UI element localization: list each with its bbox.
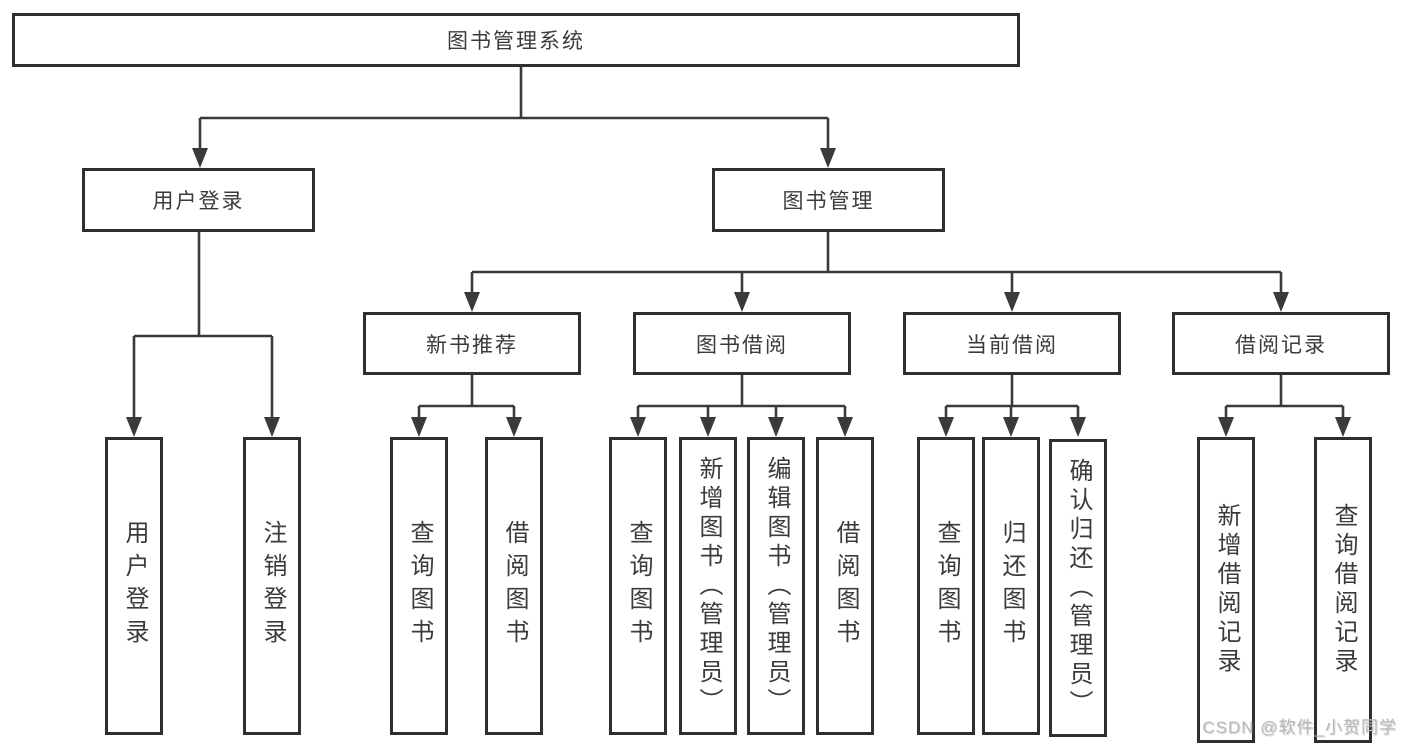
leaf-label: 新增借阅记录 xyxy=(1213,503,1240,677)
leaf-br-add-record: 新增借阅记录 xyxy=(1197,437,1255,743)
node-current-borrow: 当前借阅 xyxy=(903,312,1121,375)
leaf-bb-borrow-books: 借阅图书 xyxy=(816,437,874,735)
leaf-label: 编辑图书（管理员） xyxy=(763,455,790,717)
leaf-label: 借阅图书 xyxy=(501,520,528,652)
csdn-watermark: CSDN @软件_小贺同学 xyxy=(1202,718,1397,737)
leaf-label: 查询图书 xyxy=(625,520,652,652)
leaf-user-login: 用户登录 xyxy=(105,437,163,735)
leaf-label: 注销登录 xyxy=(259,520,286,652)
node-label: 当前借阅 xyxy=(966,333,1058,357)
leaf-nbr-borrow-books: 借阅图书 xyxy=(485,437,543,735)
node-root-system: 图书管理系统 xyxy=(12,13,1020,67)
node-label: 图书借阅 xyxy=(696,333,788,357)
node-book-borrow: 图书借阅 xyxy=(633,312,851,375)
leaf-label: 归还图书 xyxy=(998,520,1025,652)
leaf-br-query-record: 查询借阅记录 xyxy=(1314,437,1372,743)
node-user-login: 用户登录 xyxy=(82,168,315,232)
node-label: 用户登录 xyxy=(152,190,245,213)
leaf-bb-edit-books-admin: 编辑图书（管理员） xyxy=(747,437,805,735)
leaf-bb-query-books: 查询图书 xyxy=(609,437,667,735)
node-label: 图书管理 xyxy=(782,190,875,213)
leaf-label: 确认归还（管理员） xyxy=(1065,457,1092,719)
leaf-label: 查询借阅记录 xyxy=(1330,503,1357,677)
leaf-cb-return-books: 归还图书 xyxy=(982,437,1040,735)
leaf-nbr-query-books: 查询图书 xyxy=(390,437,448,735)
node-label: 新书推荐 xyxy=(426,333,518,357)
node-book-management: 图书管理 xyxy=(712,168,945,232)
leaf-label: 查询图书 xyxy=(406,520,433,652)
leaf-label: 借阅图书 xyxy=(832,520,859,652)
node-borrow-records: 借阅记录 xyxy=(1172,312,1390,375)
leaf-label: 查询图书 xyxy=(933,520,960,652)
leaf-cb-query-books: 查询图书 xyxy=(917,437,975,735)
leaf-label: 新增图书（管理员） xyxy=(695,455,722,717)
node-label: 借阅记录 xyxy=(1235,333,1327,357)
leaf-logout: 注销登录 xyxy=(243,437,301,735)
node-new-book-recommend: 新书推荐 xyxy=(363,312,581,375)
leaf-bb-add-books-admin: 新增图书（管理员） xyxy=(679,437,737,735)
node-label: 图书管理系统 xyxy=(447,30,585,53)
leaf-label: 用户登录 xyxy=(121,520,148,652)
leaf-cb-confirm-return-admin: 确认归还（管理员） xyxy=(1049,439,1107,737)
